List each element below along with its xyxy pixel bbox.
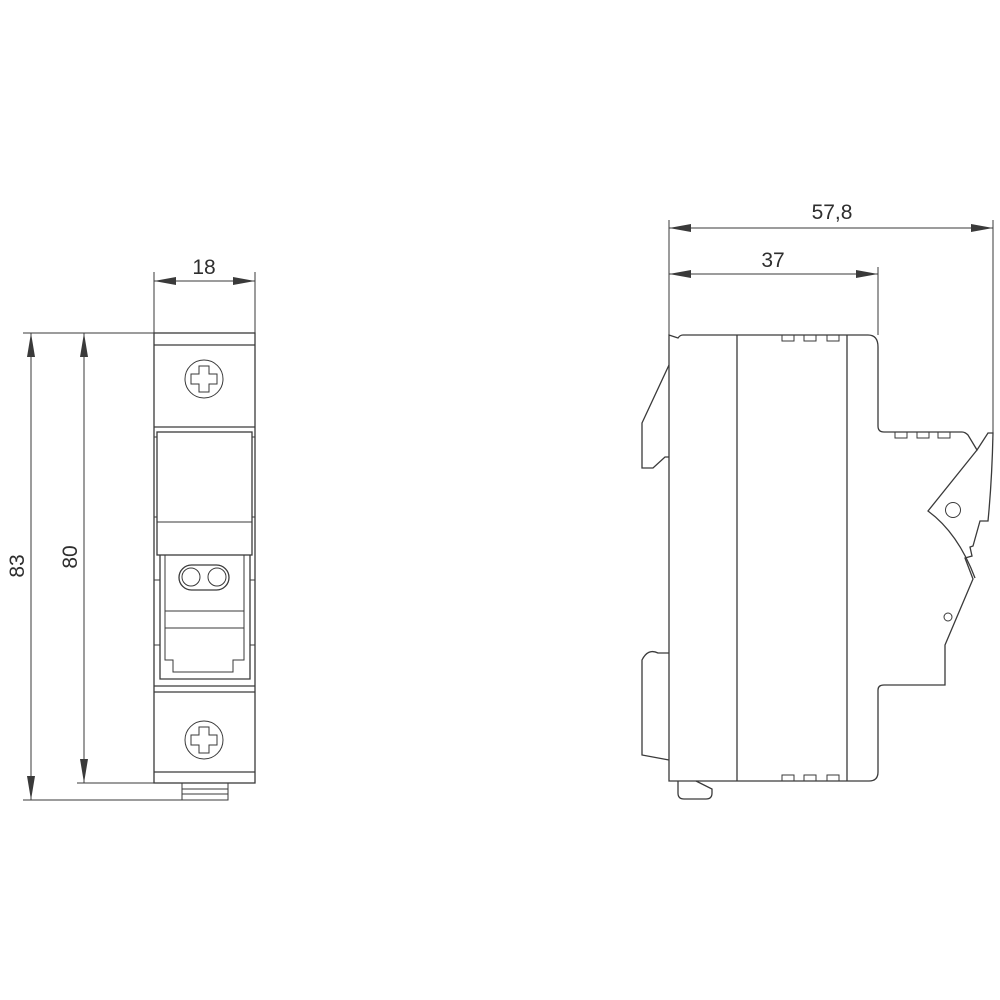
terminal-holes-icon bbox=[178, 564, 230, 591]
front-body-outline bbox=[153, 332, 256, 784]
lever-pivot-icon bbox=[945, 502, 961, 518]
dimension-height-80: 80 bbox=[59, 333, 154, 784]
depth-57-8-label: 57,8 bbox=[812, 201, 853, 224]
step-vent-slots bbox=[894, 432, 951, 439]
depth-37-label: 37 bbox=[761, 249, 784, 272]
height-83-label: 83 bbox=[6, 554, 29, 577]
top-screw-icon bbox=[184, 359, 224, 399]
dimension-depth-57-8: 57,8 bbox=[668, 201, 994, 440]
bottom-screw-icon bbox=[184, 720, 224, 760]
front-lever bbox=[156, 431, 253, 556]
side-view: 57,8 37 bbox=[641, 201, 994, 800]
lever-pin-icon bbox=[943, 612, 953, 622]
side-body-outline bbox=[668, 334, 994, 782]
toggle-lever bbox=[927, 449, 978, 622]
dimension-height-83: 83 bbox=[6, 332, 228, 801]
bottom-vent-slots bbox=[781, 774, 840, 781]
dimension-width: 18 bbox=[153, 256, 256, 333]
front-view: 18 bbox=[6, 256, 256, 801]
height-80-label: 80 bbox=[59, 545, 82, 568]
din-clip bbox=[181, 782, 229, 801]
top-vent-slots bbox=[781, 335, 840, 342]
width-label: 18 bbox=[192, 256, 215, 279]
dimension-depth-37: 37 bbox=[669, 249, 879, 335]
